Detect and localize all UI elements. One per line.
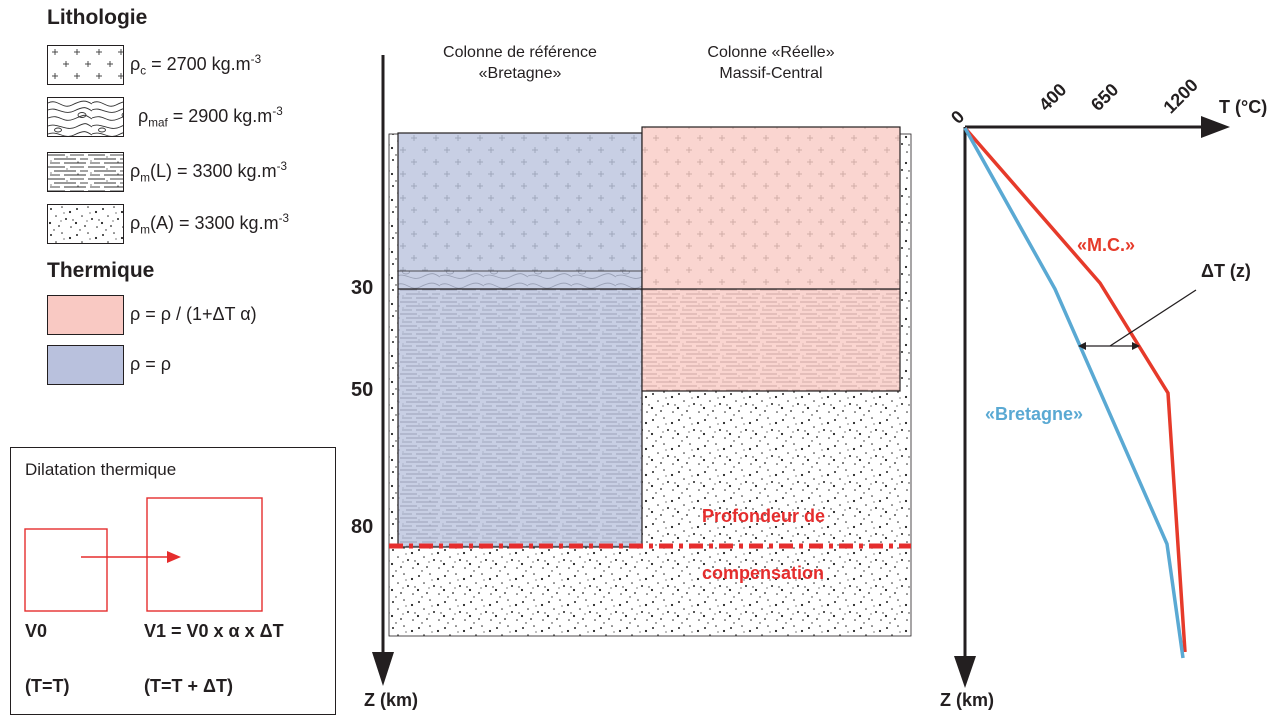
depth-axis-label: Z (km)	[364, 690, 418, 710]
mc-curve	[963, 126, 1187, 653]
legend-item-mantle-lithosphere: ρm(L) = 3300 kg.m-3	[130, 160, 287, 185]
bretagne-curve	[963, 127, 1185, 659]
legend-item-reference: ρ = ρ	[130, 354, 171, 374]
lithology-heading: Lithologie	[47, 6, 148, 29]
dilatation-box: Dilatation thermique V0 V1 = V0 x α x ΔT…	[10, 447, 336, 715]
real-thermal-overlay	[641, 126, 901, 392]
depth-axis-arrowhead	[372, 652, 394, 686]
depth-tick-80: 80	[351, 516, 374, 538]
profile-z-axis-arrowhead	[954, 656, 976, 688]
real-column	[641, 126, 901, 392]
delta-t-arrow-right	[1132, 342, 1140, 350]
v0-condition: (T=T)	[25, 676, 70, 696]
dilatation-diagram	[24, 497, 263, 612]
v1-square	[146, 497, 263, 612]
legend-item-mafic: ρmaf = 2900 kg.m-3	[138, 105, 283, 130]
v1-formula: V1 = V0 x α x ΔT	[144, 621, 284, 641]
real-column-title: Colonne «Réelle» Massif-Central	[707, 44, 835, 82]
reference-column	[397, 132, 643, 548]
swatch-crust-crosses	[47, 45, 124, 85]
dilatation-title: Dilatation thermique	[25, 460, 177, 479]
v0-square	[24, 528, 108, 612]
legend-item-heated: ρ = ρ / (1+ΔT α)	[130, 304, 257, 324]
delta-t-label: ΔT (z)	[1201, 261, 1251, 281]
depth-tick-50: 50	[351, 379, 374, 401]
v0-label: V0	[25, 621, 48, 641]
depth-tick-30: 30	[351, 277, 374, 299]
compensation-label-line2: compensation	[702, 563, 825, 583]
legend-item-asthenosphere: ρm(A) = 3300 kg.m-3	[130, 212, 289, 237]
delta-t-leader	[1109, 289, 1197, 347]
profile-z-axis-label: Z (km)	[940, 690, 994, 710]
swatch-asthenosphere-dots	[47, 204, 124, 244]
t-axis-label: T (°C)	[1219, 97, 1268, 117]
bretagne-curve-label: «Bretagne»	[985, 404, 1084, 424]
swatch-mafic-contours	[47, 97, 124, 137]
compensation-label-line1: Profondeur de	[702, 506, 826, 526]
delta-t-arrow-left	[1078, 342, 1086, 350]
swatch-heated	[47, 295, 124, 335]
thermal-heading: Thermique	[47, 259, 155, 282]
expansion-arrowhead	[167, 551, 181, 563]
reference-column-title: Colonne de référence «Bretagne»	[443, 44, 597, 82]
ref-thermal-overlay	[397, 132, 643, 548]
swatch-reference	[47, 345, 124, 385]
t-axis-arrowhead	[1201, 116, 1230, 138]
v1-condition: (T=T + ΔT)	[144, 676, 233, 696]
mc-curve-label: «M.C.»	[1077, 235, 1136, 255]
legend-item-crust: ρc = 2700 kg.m-3	[130, 53, 262, 78]
swatch-mantle-lithosphere-dashes	[47, 152, 124, 192]
